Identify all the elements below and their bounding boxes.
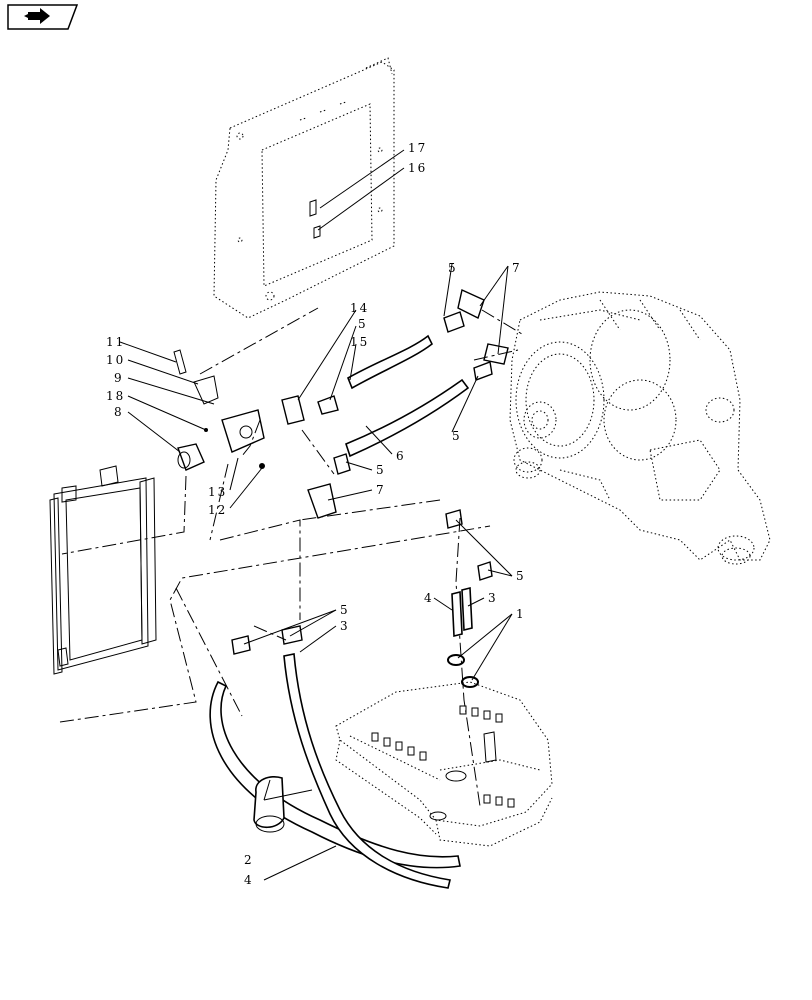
- callout-18: 18: [106, 389, 125, 403]
- callout-7: 7: [512, 261, 522, 275]
- callout-3: 3: [340, 619, 350, 633]
- page-forward-icon[interactable]: [6, 4, 79, 30]
- callout-1: 1: [516, 607, 526, 621]
- callout-4: 4: [244, 873, 254, 887]
- callout-14: 14: [350, 301, 369, 315]
- callout-3: 3: [488, 591, 498, 605]
- callout-13: 13: [208, 485, 227, 499]
- callout-10: 10: [106, 353, 125, 367]
- callout-6: 6: [396, 449, 406, 463]
- callout-9: 9: [114, 371, 124, 385]
- callout-5: 5: [516, 569, 526, 583]
- nav-badge[interactable]: [6, 4, 79, 30]
- callout-16: 16: [408, 161, 427, 175]
- callout-15: 15: [350, 335, 369, 349]
- callout-17: 17: [408, 141, 427, 155]
- frame-panel: [213, 57, 395, 319]
- callout-5: 5: [340, 603, 350, 617]
- assembly-centerlines: [59, 307, 523, 807]
- callout-5: 5: [452, 429, 462, 443]
- callout-2: 2: [244, 853, 254, 867]
- transmission-assembly: [509, 291, 771, 565]
- callout-4: 4: [424, 591, 434, 605]
- callout-8: 8: [114, 405, 124, 419]
- oil-cooler: [49, 465, 157, 675]
- leader-lines: [119, 149, 513, 881]
- hydraulic-tank-plate: [335, 681, 553, 847]
- callout-12: 12: [208, 503, 227, 517]
- fittings: [173, 289, 509, 688]
- callout-labels: 17 16 5 7 14 5 15 11 10 9 18 8 5 6 5 13 …: [106, 141, 526, 887]
- callout-5: 5: [358, 317, 368, 331]
- callout-7: 7: [376, 483, 386, 497]
- callout-5: 5: [448, 261, 458, 275]
- callout-5: 5: [376, 463, 386, 477]
- callout-11: 11: [106, 335, 125, 349]
